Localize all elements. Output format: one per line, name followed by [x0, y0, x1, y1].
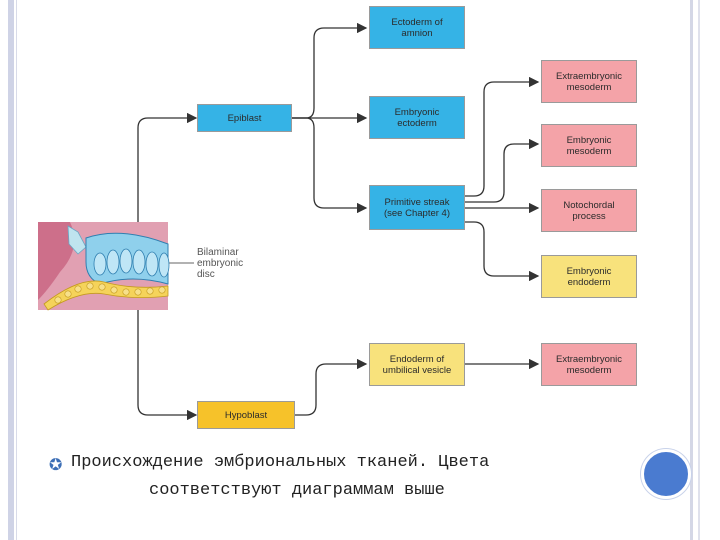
box-extraembryonic-mesoderm-bottom: Extraembryonic mesoderm — [541, 343, 637, 386]
box-extraembryonic-mesoderm-top: Extraembryonic mesoderm — [541, 60, 637, 103]
box-embryonic-ectoderm: Embryonic ectoderm — [369, 96, 465, 139]
bullet-icon: ✪ — [49, 457, 63, 474]
box-notochordal-process: Notochordal process — [541, 189, 637, 232]
box-endoderm-of-umbilical-vesicle: Endoderm of umbilical vesicle — [369, 343, 465, 386]
box-embryonic-mesoderm: Embryonic mesoderm — [541, 124, 637, 167]
arrow-to-embryonic-endoderm — [465, 221, 540, 282]
arrow-to-extraembryonic-mesoderm-top — [465, 76, 540, 197]
slide-frame-right-line — [698, 0, 700, 540]
box-hypoblast: Hypoblast — [197, 401, 295, 429]
arrow-to-ectoderm-amnion — [292, 22, 368, 119]
box-primitive-streak: Primitive streak (see Chapter 4) — [369, 185, 465, 230]
box-ectoderm-of-amnion: Ectoderm of amnion — [369, 6, 465, 49]
arrow-to-primitive-streak — [292, 117, 368, 214]
slide-frame-left-line — [16, 0, 17, 540]
slide-frame-left — [8, 0, 14, 540]
arrow-to-embryonic-mesoderm — [465, 138, 540, 203]
box-embryonic-endoderm: Embryonic endoderm — [541, 255, 637, 298]
bilaminar-disc-label: Bilaminar embryonic disc — [197, 247, 244, 280]
decorative-circle — [641, 449, 691, 499]
arrow-to-epiblast — [137, 112, 198, 222]
caption-line-2: соответствуют диаграммам выше — [149, 481, 445, 500]
caption-line-1: Происхождение эмбриональных тканей. Цвет… — [71, 453, 490, 472]
arrow-to-hypoblast — [137, 310, 198, 421]
slide-frame-right — [690, 0, 693, 540]
arrow-to-endoderm-umbilical — [295, 358, 368, 416]
box-epiblast: Epiblast — [197, 104, 292, 132]
bilaminar-disc-illustration — [38, 222, 170, 311]
